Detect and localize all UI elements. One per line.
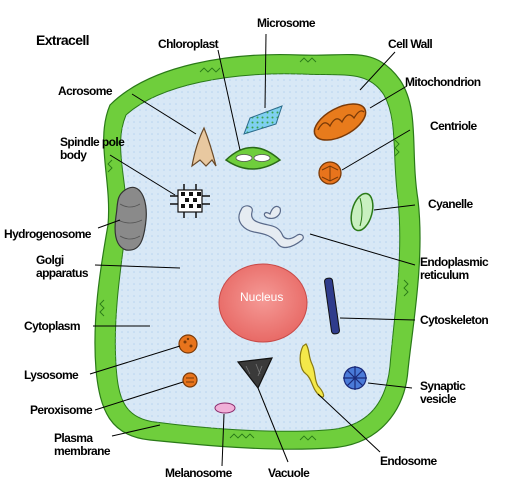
cytoplasm-label: Cytoplasm bbox=[24, 320, 80, 333]
melanosome-label: Melanosome bbox=[165, 467, 232, 480]
cyanelle-label: Cyanelle bbox=[428, 198, 473, 211]
hydrogenosome-shape bbox=[115, 187, 146, 250]
lysosome-label: Lysosome bbox=[24, 369, 78, 382]
synaptic-vesicle-label: Synaptic vesicle bbox=[420, 380, 480, 406]
peroxisome-shape bbox=[183, 373, 197, 387]
melanosome-shape bbox=[215, 403, 235, 413]
extracell-label: Extracell bbox=[36, 34, 89, 47]
chloroplast-label: Chloroplast bbox=[158, 38, 218, 51]
spindle-pole-body-label: Spindle pole body bbox=[60, 136, 132, 162]
cytoskeleton-label: Cytoskeleton bbox=[420, 314, 488, 327]
hydrogenosome-label: Hydrogenosome bbox=[4, 228, 91, 241]
mitochondrion-label: Mitochondrion bbox=[405, 76, 481, 89]
endosome-label: Endosome bbox=[380, 455, 437, 468]
peroxisome-label: Peroxisome bbox=[30, 404, 92, 417]
nucleus-label: Nucleus bbox=[240, 290, 283, 304]
acrosome-label: Acrosome bbox=[58, 85, 112, 98]
microsome-label: Microsome bbox=[257, 17, 315, 30]
plasma-membrane-label: Plasma membrane bbox=[54, 432, 116, 458]
centriole-label: Centriole bbox=[430, 120, 477, 133]
endoplasmic-reticulum-label: Endoplasmic reticulum bbox=[420, 256, 500, 282]
golgi-apparatus-label: Golgi apparatus bbox=[36, 254, 92, 280]
lysosome-shape bbox=[179, 335, 197, 353]
vacuole-label: Vacuole bbox=[268, 467, 309, 480]
cell-wall-label: Cell Wall bbox=[388, 38, 432, 51]
